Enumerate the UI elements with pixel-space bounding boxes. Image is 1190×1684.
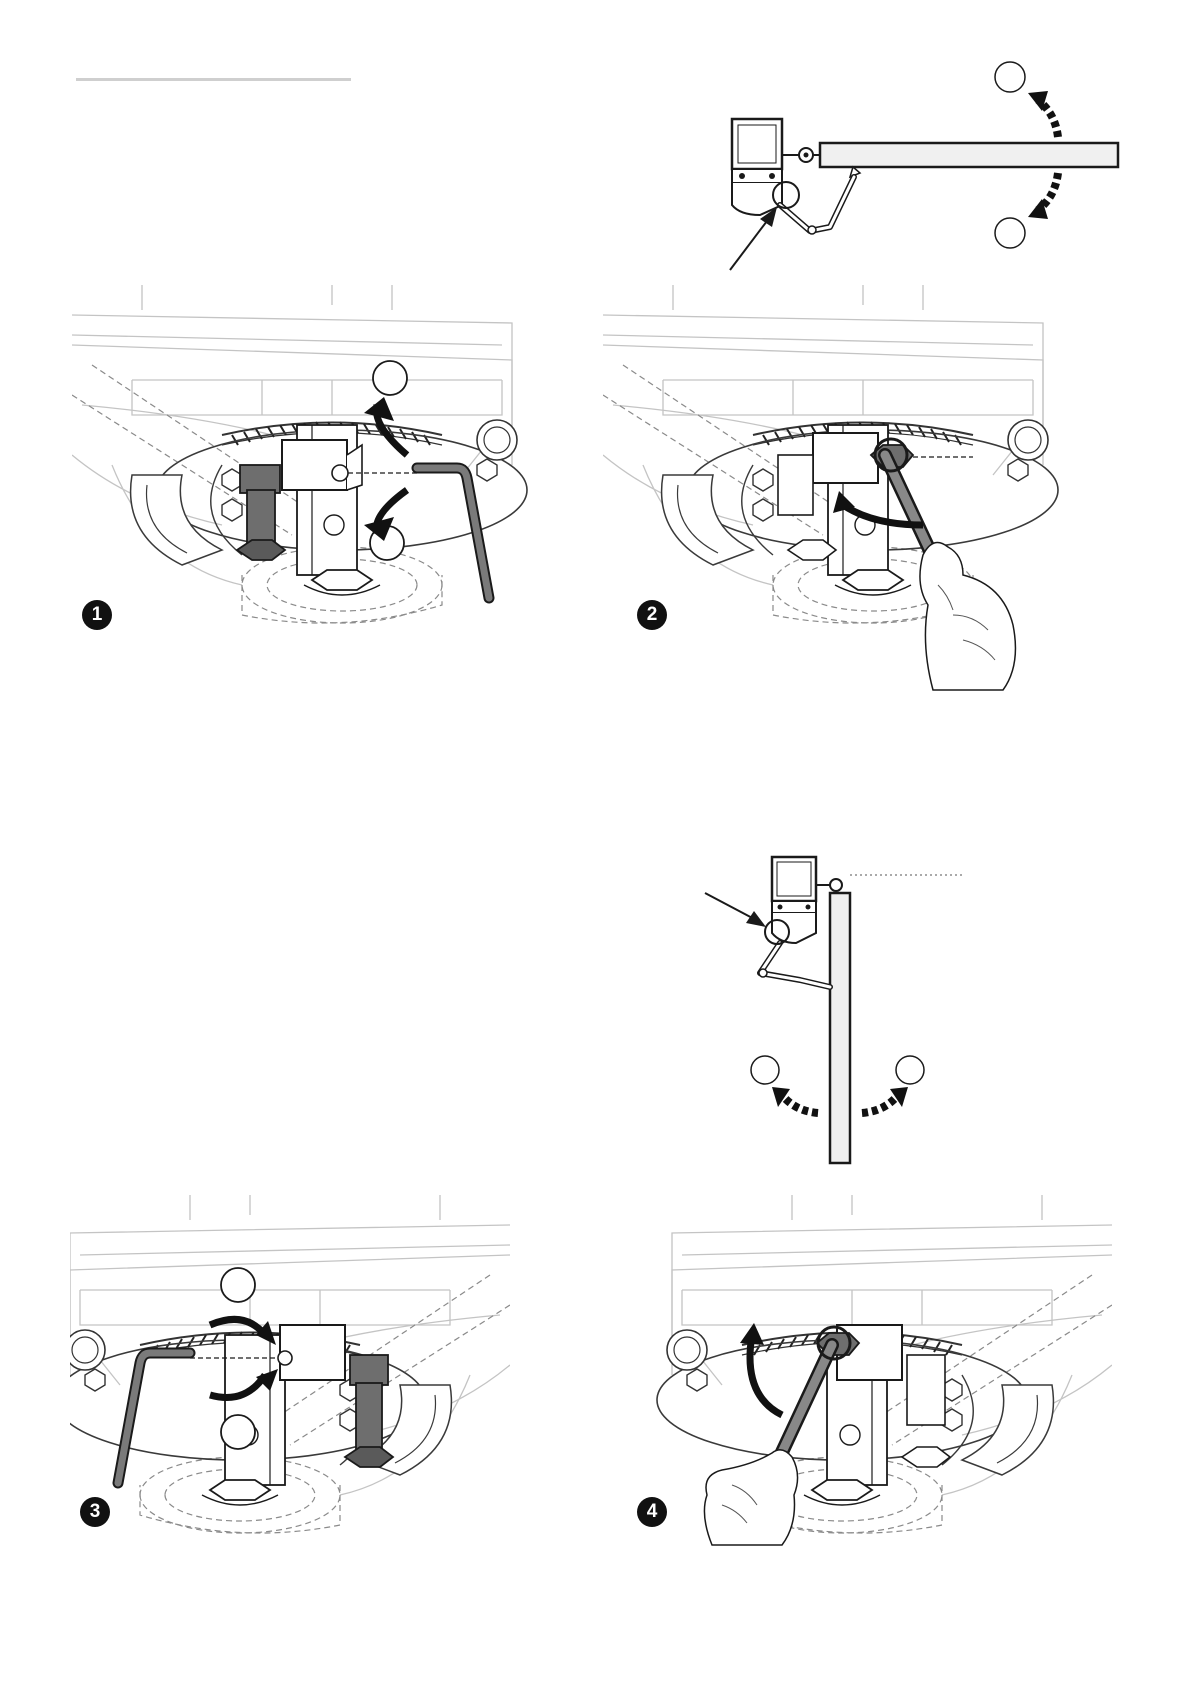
barrier-schematic-horizontal — [720, 55, 1120, 275]
header-rule — [76, 78, 351, 81]
step-2-badge: 2 — [637, 600, 667, 630]
step-3-badge: 3 — [80, 1497, 110, 1527]
callout-circle — [373, 361, 407, 395]
step-4-illustration — [612, 1195, 1112, 1555]
step-1-badge: 1 — [82, 600, 112, 630]
step-1-illustration — [72, 285, 552, 655]
barrier-schematic-vertical — [700, 855, 980, 1165]
step-3-illustration — [70, 1195, 510, 1535]
step-4-badge: 4 — [637, 1497, 667, 1527]
step-2-illustration — [603, 285, 1123, 695]
